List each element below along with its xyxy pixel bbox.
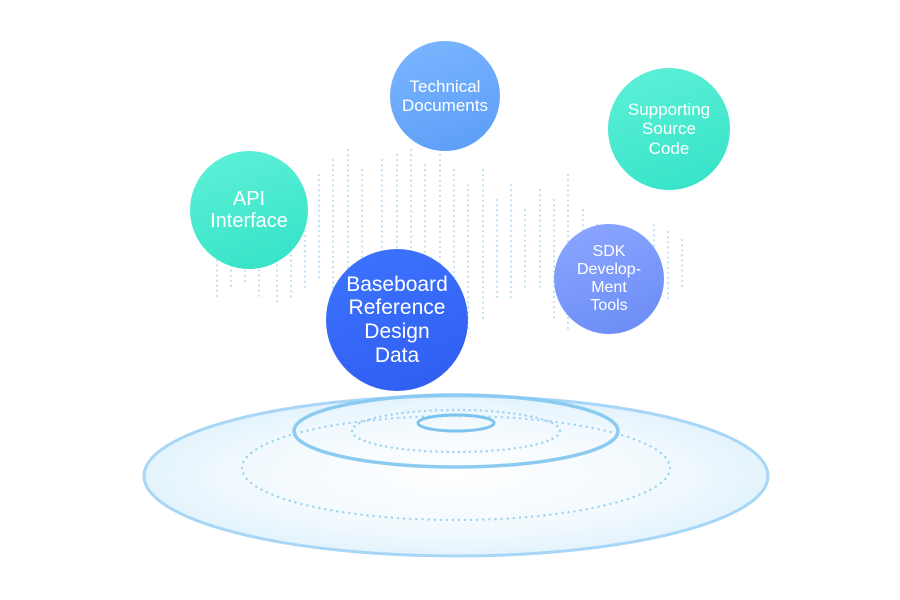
technical-documents-label: Technical Documents [402,76,488,115]
sdk-development-tools-node: SDK Develop- Ment Tools [554,224,664,334]
technical-documents-node: Technical Documents [390,41,500,151]
sdk-development-tools-label: SDK Develop- Ment Tools [576,243,642,314]
api-interface-label: API Interface [210,187,288,232]
platform-core-ring [416,413,496,433]
platform-dotted-ring-outer [240,414,672,522]
platform-mid-ring [292,393,620,469]
supporting-source-code-node: Supporting Source Code [608,68,730,190]
baseboard-reference-design-data-node: Baseboard Reference Design Data [326,249,468,391]
api-interface-node: API Interface [190,151,308,269]
platform-dotted-ring-inner [350,408,562,454]
baseboard-reference-design-data-label: Baseboard Reference Design Data [346,272,448,367]
supporting-source-code-label: Supporting Source Code [627,100,711,158]
platform-outer-ring [142,394,770,558]
